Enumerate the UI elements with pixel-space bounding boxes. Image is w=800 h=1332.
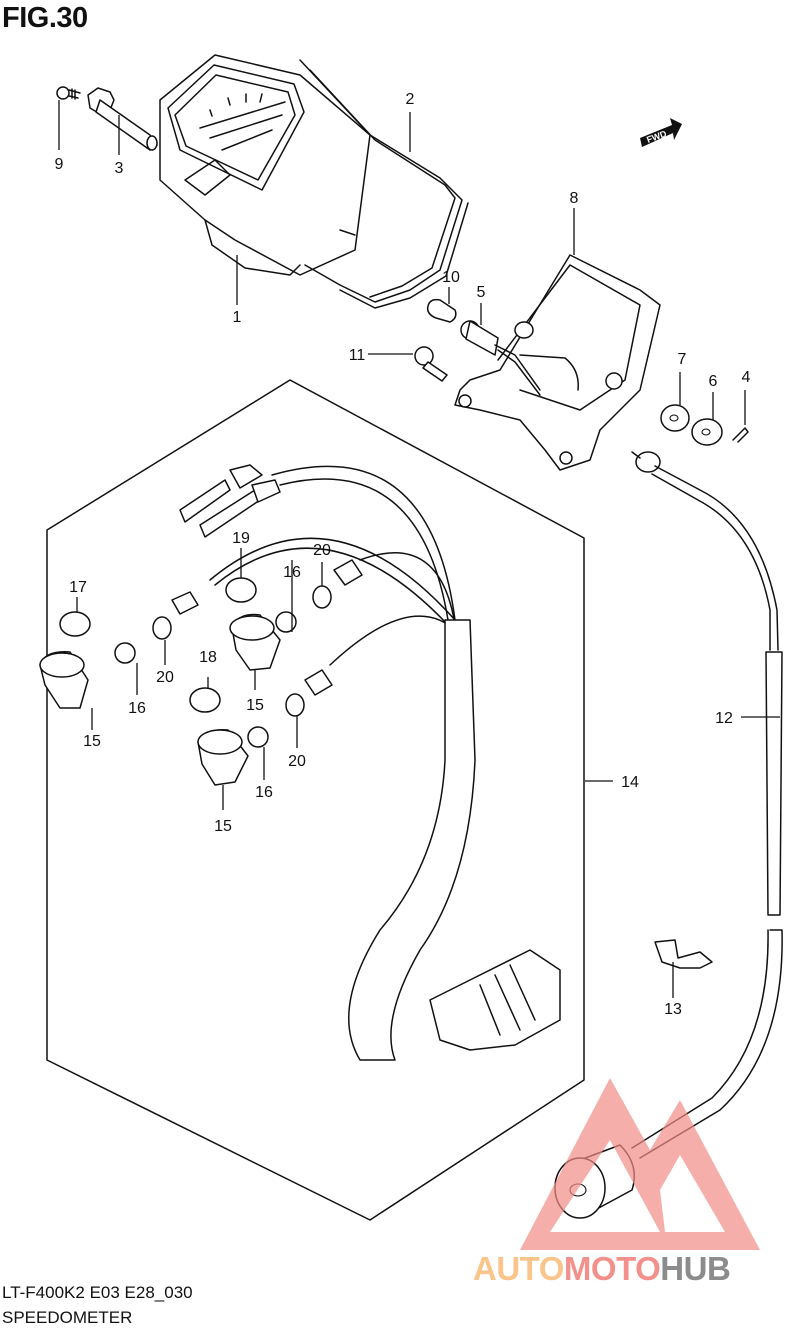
bolt — [414, 346, 448, 382]
bulb — [285, 669, 333, 717]
screw — [56, 86, 81, 100]
callout-7: 7 — [678, 351, 687, 368]
figure-title: FIG.30 — [2, 2, 88, 34]
clip — [732, 427, 749, 443]
callout-8: 8 — [570, 190, 579, 207]
wiring-harness — [179, 464, 561, 1061]
callout-9: 9 — [55, 156, 64, 173]
callout-18: 18 — [199, 649, 217, 666]
callout-16: 16 — [255, 784, 273, 801]
callout-13: 13 — [664, 1001, 682, 1018]
cable-clamp — [654, 939, 713, 969]
callout-12: 12 — [715, 710, 733, 727]
washer — [691, 418, 723, 446]
socket-cover — [39, 651, 89, 709]
callout-2: 2 — [406, 91, 415, 108]
bulb — [152, 591, 199, 640]
gear-shaft — [87, 87, 158, 151]
watermark-hub: HUB — [660, 1250, 731, 1287]
callout-6: 6 — [709, 373, 718, 390]
bulb — [426, 298, 457, 323]
callout-14: 14 — [621, 774, 639, 791]
speedometer-case — [299, 59, 469, 309]
socket-cover — [229, 613, 281, 671]
model-code: LT-F400K2 E03 E28_030 — [2, 1283, 193, 1302]
fwd-direction-marker: FWD — [640, 118, 682, 147]
socket-cover — [197, 729, 249, 786]
callout-16: 16 — [283, 564, 301, 581]
callout-20: 20 — [288, 753, 306, 770]
callout-4: 4 — [742, 369, 751, 386]
callout-20: 20 — [156, 669, 174, 686]
section-name: SPEEDOMETER — [2, 1308, 133, 1327]
callout-16: 16 — [128, 700, 146, 717]
callout-20: 20 — [313, 542, 331, 559]
callout-10: 10 — [442, 269, 460, 286]
callout-3: 3 — [115, 160, 124, 177]
callout-15: 15 — [83, 733, 101, 750]
cushion — [660, 404, 690, 432]
callout-15: 15 — [214, 818, 232, 835]
bulb — [312, 559, 363, 609]
callout-15: 15 — [246, 697, 264, 714]
watermark-moto: MOTO — [563, 1250, 661, 1287]
bulb-socket — [460, 320, 541, 396]
callout-17: 17 — [69, 579, 87, 596]
fwd-label: FWD — [645, 128, 668, 145]
watermark-text: AUTOMOTOHUB — [473, 1250, 731, 1288]
grommet — [247, 726, 269, 748]
callout-5: 5 — [477, 284, 486, 301]
grommet — [114, 642, 136, 664]
indicator-cap — [189, 687, 221, 713]
bracket — [454, 254, 661, 471]
speedometer-assembly — [159, 54, 371, 276]
callout-1: 1 — [233, 309, 242, 326]
indicator-cap — [225, 577, 257, 603]
harness-group-boundary — [46, 379, 585, 1221]
watermark-auto: AUTO — [473, 1250, 564, 1287]
callout-19: 19 — [232, 530, 250, 547]
grommet — [275, 611, 297, 633]
indicator-cap — [59, 611, 91, 637]
speedometer-cable — [554, 451, 783, 1219]
callout-11: 11 — [349, 347, 366, 364]
